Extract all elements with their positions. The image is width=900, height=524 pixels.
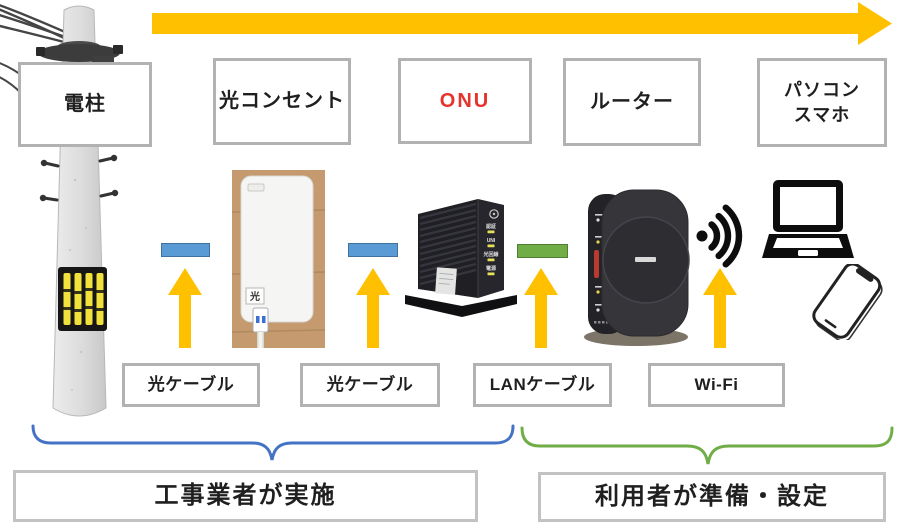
pc-label: パソコン bbox=[784, 80, 860, 101]
lan-cable-label: LANケーブル bbox=[489, 374, 596, 394]
scope-braces bbox=[31, 424, 894, 465]
router-brand-logo bbox=[635, 257, 656, 262]
optical-cable-label-2: 光ケーブル bbox=[326, 374, 414, 394]
lan-cable-segment bbox=[517, 244, 568, 258]
outlet-cable-connector bbox=[252, 307, 269, 348]
outlet-port-label-plate bbox=[245, 287, 265, 305]
flow-arrow-body bbox=[152, 13, 859, 34]
router-device-photo bbox=[584, 189, 690, 346]
flow-arrow-head bbox=[858, 2, 892, 45]
outlet-port-label: 光 bbox=[249, 290, 260, 303]
outlet-device-body bbox=[240, 175, 314, 323]
climbing-pegs bbox=[39, 154, 119, 202]
optical-cable-segment-1 bbox=[161, 243, 210, 257]
wifi-label: Wi-Fi bbox=[694, 374, 739, 394]
optical-cable-label-1: 光ケーブル bbox=[147, 374, 235, 394]
onu-sticker bbox=[435, 267, 457, 295]
flow-arrow bbox=[152, 2, 892, 45]
label-box-wifi: Wi-Fi bbox=[648, 363, 785, 407]
optical-outlet-label: 光コンセント bbox=[219, 90, 345, 112]
user-scope-brace bbox=[520, 426, 894, 465]
smartphone-label: スマホ bbox=[793, 104, 851, 125]
onu-label: ONU bbox=[439, 89, 491, 112]
onu-led-label-uni: UNI bbox=[487, 238, 496, 244]
label-box-onu: ONU bbox=[398, 58, 532, 144]
utility-pole-label: 電柱 bbox=[64, 93, 106, 115]
installer-scope-brace bbox=[31, 424, 515, 461]
outlet-name-slot bbox=[247, 183, 265, 192]
optical-cable-segment-2 bbox=[348, 243, 398, 257]
label-box-utility-pole: 電柱 bbox=[18, 62, 152, 147]
label-box-installer-scope: 工事業者が実施 bbox=[13, 470, 478, 522]
pole-top-fitting bbox=[36, 41, 123, 64]
onu-front-panel bbox=[478, 199, 504, 298]
onu-device-photo: 認証 UNI 光回線 電源 bbox=[405, 199, 517, 317]
installer-scope-label: 工事業者が実施 bbox=[154, 481, 337, 509]
smartphone-icon bbox=[812, 264, 883, 340]
onu-led-panel: 認証 UNI 光回線 電源 bbox=[482, 223, 499, 276]
onu-base-stand bbox=[405, 295, 517, 317]
label-box-router: ルーター bbox=[563, 58, 701, 146]
optical-outlet-graphic: 光 bbox=[232, 170, 325, 348]
label-box-optical-cable-1: 光ケーブル bbox=[122, 363, 260, 407]
up-arrow-optical-cable-1 bbox=[168, 268, 202, 348]
onu-led-label-power: 電源 bbox=[486, 265, 496, 272]
up-arrow-lan-cable bbox=[524, 268, 558, 348]
pole-warning-band bbox=[58, 267, 107, 331]
label-box-lan-cable: LANケーブル bbox=[473, 363, 612, 407]
optical-outlet-photo: 光 bbox=[232, 170, 325, 348]
router-label: ルーター bbox=[590, 90, 674, 113]
label-box-optical-outlet: 光コンセント bbox=[213, 58, 351, 145]
wifi-icon bbox=[696, 204, 743, 268]
label-box-pc-smartphone: パソコン スマホ bbox=[757, 58, 887, 147]
onu-brand-logo bbox=[489, 209, 499, 219]
up-arrow-wifi bbox=[703, 268, 737, 348]
label-box-optical-cable-2: 光ケーブル bbox=[300, 363, 440, 407]
onu-led-label-line: 光回線 bbox=[482, 251, 498, 258]
user-scope-label: 利用者が準備・設定 bbox=[595, 482, 829, 510]
up-arrow-optical-cable-2 bbox=[356, 268, 390, 348]
onu-led-label-auth: 認証 bbox=[486, 223, 496, 230]
laptop-icon bbox=[762, 180, 854, 258]
label-box-user-scope: 利用者が準備・設定 bbox=[538, 472, 886, 522]
